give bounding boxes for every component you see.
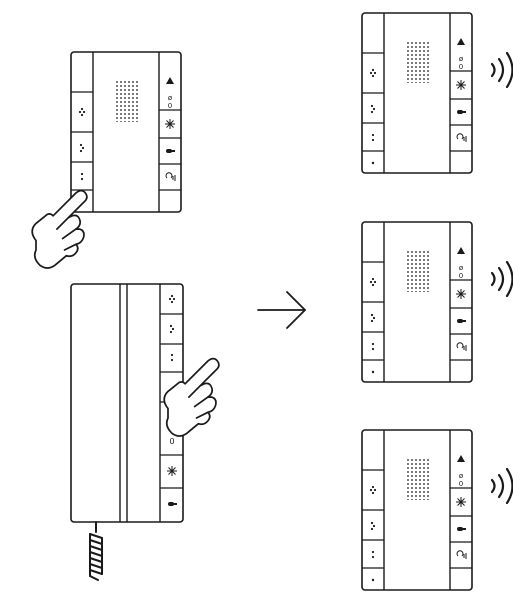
- pointing-hand-icon: [31, 189, 88, 269]
- svg-text:0: 0: [169, 437, 174, 446]
- right-arrow-icon: [257, 291, 306, 329]
- coiled-cord-icon: [89, 521, 103, 581]
- receiver-unit: [361, 221, 473, 383]
- ringing-signal-icon: [490, 467, 513, 505]
- receiver-unit: [361, 12, 473, 174]
- receiver-unit: [361, 429, 473, 591]
- source-wall-unit: [70, 51, 182, 213]
- ringing-signal-icon: [490, 51, 513, 89]
- handset-unit: 0: [70, 283, 184, 523]
- ringing-signal-icon: [490, 260, 513, 298]
